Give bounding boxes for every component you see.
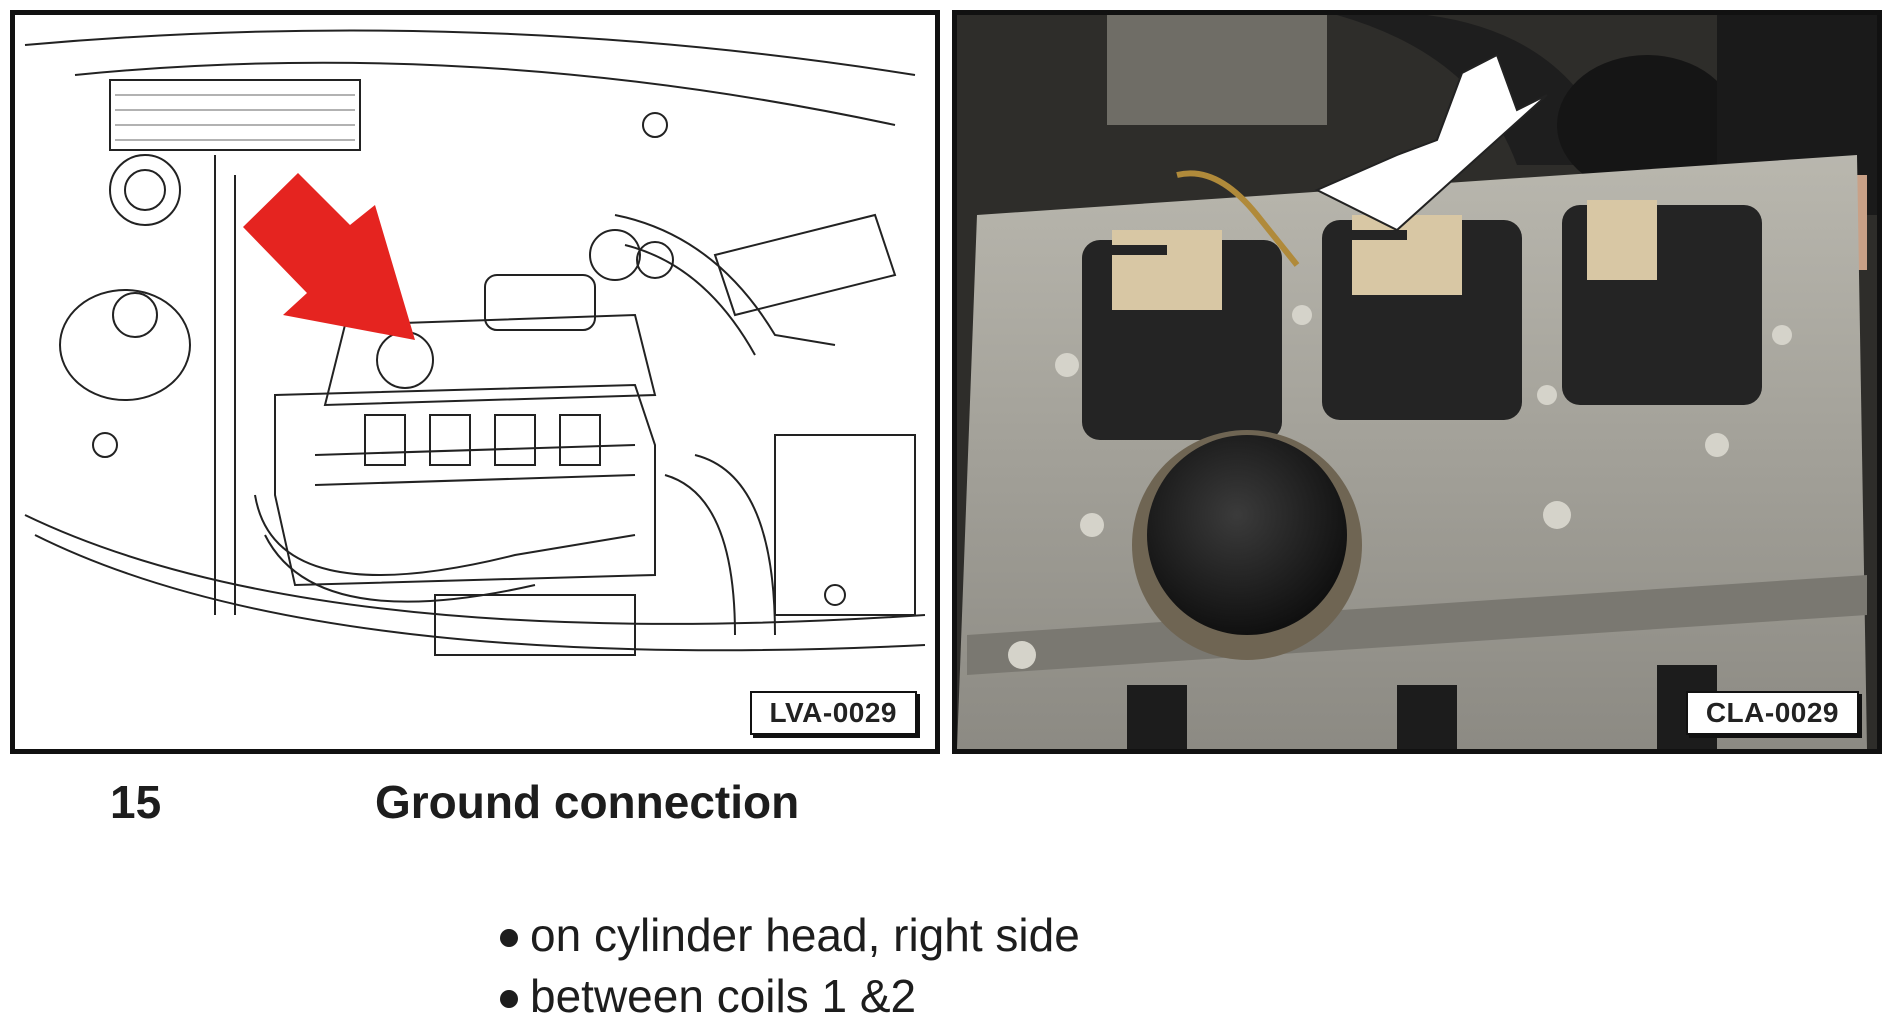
engine-photo — [957, 15, 1877, 749]
figure-code-left: LVA-0029 — [749, 691, 917, 735]
item-title: Ground connection — [375, 776, 800, 828]
bullet-icon — [500, 928, 518, 947]
bullet-text: on cylinder head, right side — [530, 909, 1080, 961]
engine-line-drawing — [24, 29, 926, 656]
bullet-item: between coils 1 &2 — [500, 966, 1080, 1027]
bullet-list: on cylinder head, right side between coi… — [500, 905, 1080, 1027]
engine-photo-figure: CLA-0029 — [952, 10, 1882, 754]
bullet-icon — [500, 989, 518, 1008]
red-arrow-icon — [243, 173, 415, 340]
figure-code-right: CLA-0029 — [1685, 691, 1859, 735]
white-arrow-icon — [1314, 53, 1548, 232]
engine-diagram-figure: LVA-0029 — [10, 10, 940, 754]
bullet-item: on cylinder head, right side — [500, 905, 1080, 966]
item-number: 15 — [110, 776, 162, 828]
bullet-text: between coils 1 &2 — [530, 970, 917, 1022]
